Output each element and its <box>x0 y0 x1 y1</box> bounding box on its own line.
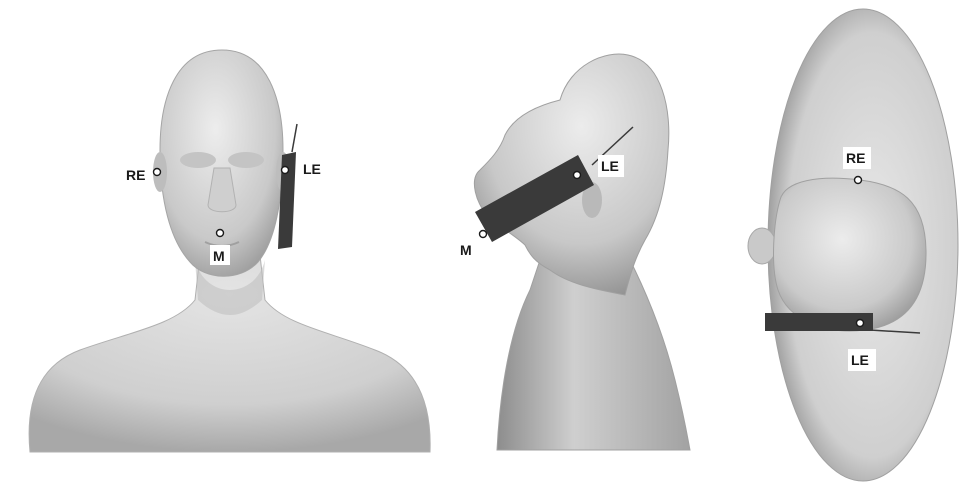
top-label-re: RE <box>846 150 865 166</box>
top-nose <box>748 228 776 264</box>
front-phone-antenna <box>292 124 297 152</box>
front-le-marker <box>282 167 289 174</box>
front-re-marker <box>154 169 161 176</box>
top-re-marker <box>855 177 862 184</box>
side-view-panel: LE M <box>440 0 700 487</box>
side-label-le: LE <box>601 158 619 174</box>
front-torso <box>29 255 430 452</box>
front-label-le: LE <box>303 161 321 177</box>
front-m-marker <box>217 230 224 237</box>
side-view-figure: LE M <box>440 0 700 487</box>
front-head <box>160 50 283 276</box>
front-label-m: M <box>213 248 225 264</box>
side-label-m: M <box>460 242 472 258</box>
top-view-figure: RE LE <box>700 0 963 487</box>
top-view-panel: RE LE <box>700 0 963 487</box>
top-head <box>774 178 927 331</box>
top-le-marker <box>857 320 864 327</box>
front-label-re: RE <box>126 167 145 183</box>
front-view-figure: RE LE M <box>0 0 440 487</box>
side-le-marker <box>574 172 581 179</box>
top-label-le: LE <box>851 352 869 368</box>
side-m-marker <box>480 231 487 238</box>
front-view-panel: RE LE M <box>0 0 440 487</box>
